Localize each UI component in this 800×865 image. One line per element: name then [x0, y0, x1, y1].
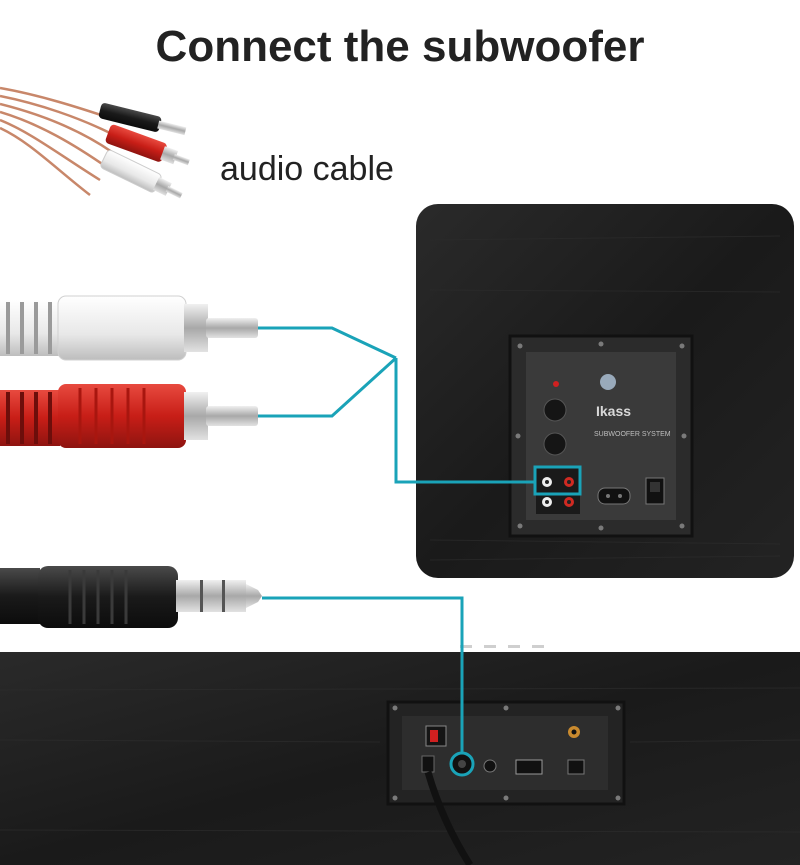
badge-icon: [600, 374, 616, 390]
ac-power-socket: [597, 487, 631, 505]
audio-cable-label: audio cable: [220, 150, 394, 188]
crossover-knob[interactable]: [543, 432, 567, 456]
aux-to-soundbar-line: [262, 596, 464, 752]
dc-power-port: [421, 755, 435, 773]
white-rca-connector-line: [258, 326, 397, 360]
audio-cable-thumbnail: [0, 86, 190, 199]
red-rca-connector-line: [258, 356, 398, 418]
optical-port[interactable]: [567, 759, 585, 775]
soundbar-rear-panel: [386, 700, 626, 865]
panel-system-text: SUBWOOFER SYSTEM: [594, 431, 671, 438]
aux-jack-plug: [0, 566, 262, 628]
power-cable: [424, 771, 473, 865]
red-rca-plug: [0, 384, 258, 448]
rca-input-ports[interactable]: [536, 468, 580, 514]
volume-knob[interactable]: [543, 398, 567, 422]
power-led-icon: [553, 381, 559, 387]
page-title: Connect the subwoofer: [155, 22, 645, 71]
panel-brand: Ikass: [596, 403, 631, 419]
rca-to-subwoofer-line: [394, 358, 535, 484]
headphone-port: [483, 759, 497, 773]
white-rca-plug: [0, 295, 258, 361]
connector-lines: [258, 326, 535, 752]
subwoofer-rear-panel: Ikass SUBWOOFER SYSTEM: [508, 334, 694, 538]
usb-port[interactable]: [515, 759, 543, 775]
